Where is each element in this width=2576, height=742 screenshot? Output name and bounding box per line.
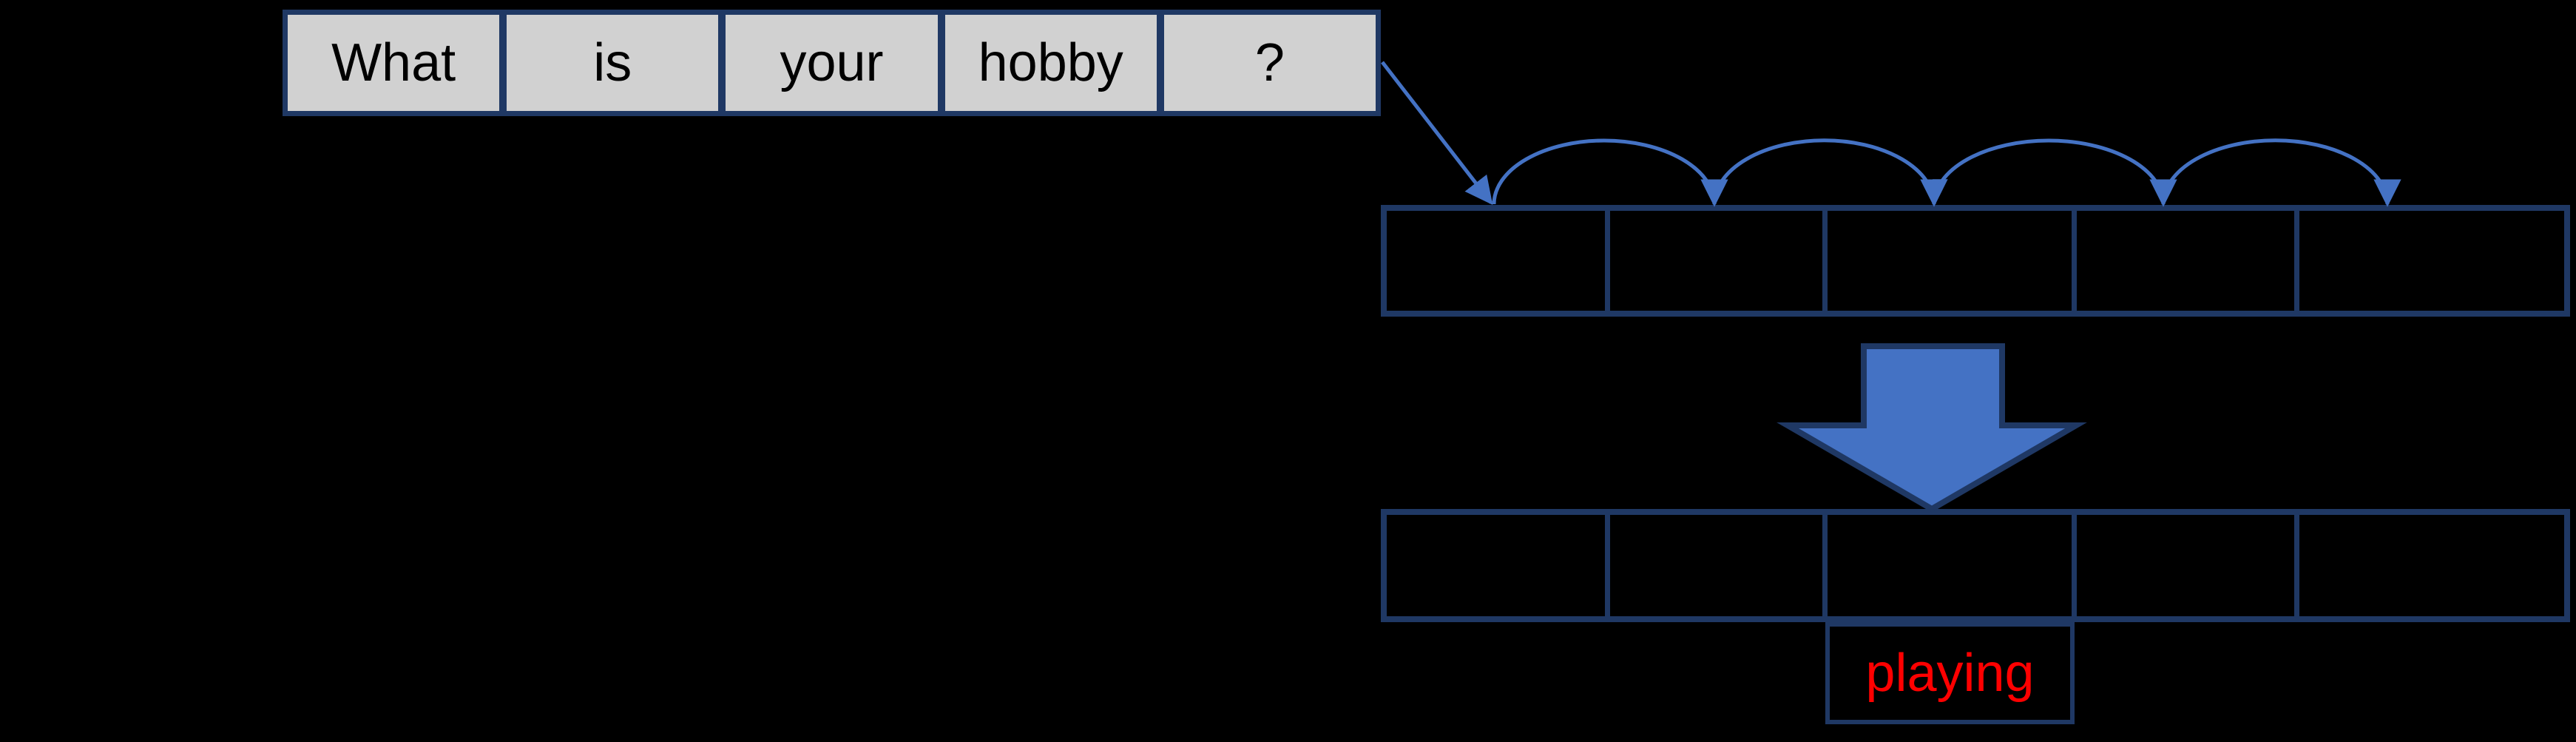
predicted-word-label: playing [1865, 644, 2035, 703]
embedding-row [1381, 205, 2570, 317]
input-arrow [1381, 61, 1493, 205]
embedding-cell [1387, 211, 1605, 311]
embedding-cell [2294, 211, 2564, 311]
token-label: What [331, 33, 456, 92]
embedding-cell [1604, 211, 1822, 311]
output-row [1381, 509, 2570, 622]
embedding-cell [1822, 211, 2072, 311]
token-cell-hobby: hobby [937, 15, 1157, 111]
token-cell-your: your [718, 15, 937, 111]
hop-arc-2-icon [1712, 138, 1948, 207]
output-cell [2072, 515, 2294, 616]
sentence-row: What is your hobby ? [283, 10, 1381, 116]
big-down-arrow-icon [1777, 343, 2087, 513]
predicted-word-cell: playing [1825, 622, 2075, 724]
token-cell-is: is [499, 15, 718, 111]
output-cell [2294, 515, 2564, 616]
embedding-cell [2072, 211, 2294, 311]
token-label: your [780, 33, 884, 92]
token-cell-questionmark: ? [1156, 15, 1376, 111]
output-cell [1604, 515, 1822, 616]
token-label: ? [1254, 33, 1285, 92]
hop-arc-1-icon [1492, 138, 1728, 207]
token-label: is [593, 33, 632, 92]
token-cell-what: What [288, 15, 499, 111]
hop-arc-4-icon [2161, 138, 2401, 207]
output-cell [1822, 515, 2072, 616]
hop-arc-3-icon [1932, 138, 2177, 207]
token-label: hobby [978, 33, 1123, 92]
output-cell [1387, 515, 1605, 616]
